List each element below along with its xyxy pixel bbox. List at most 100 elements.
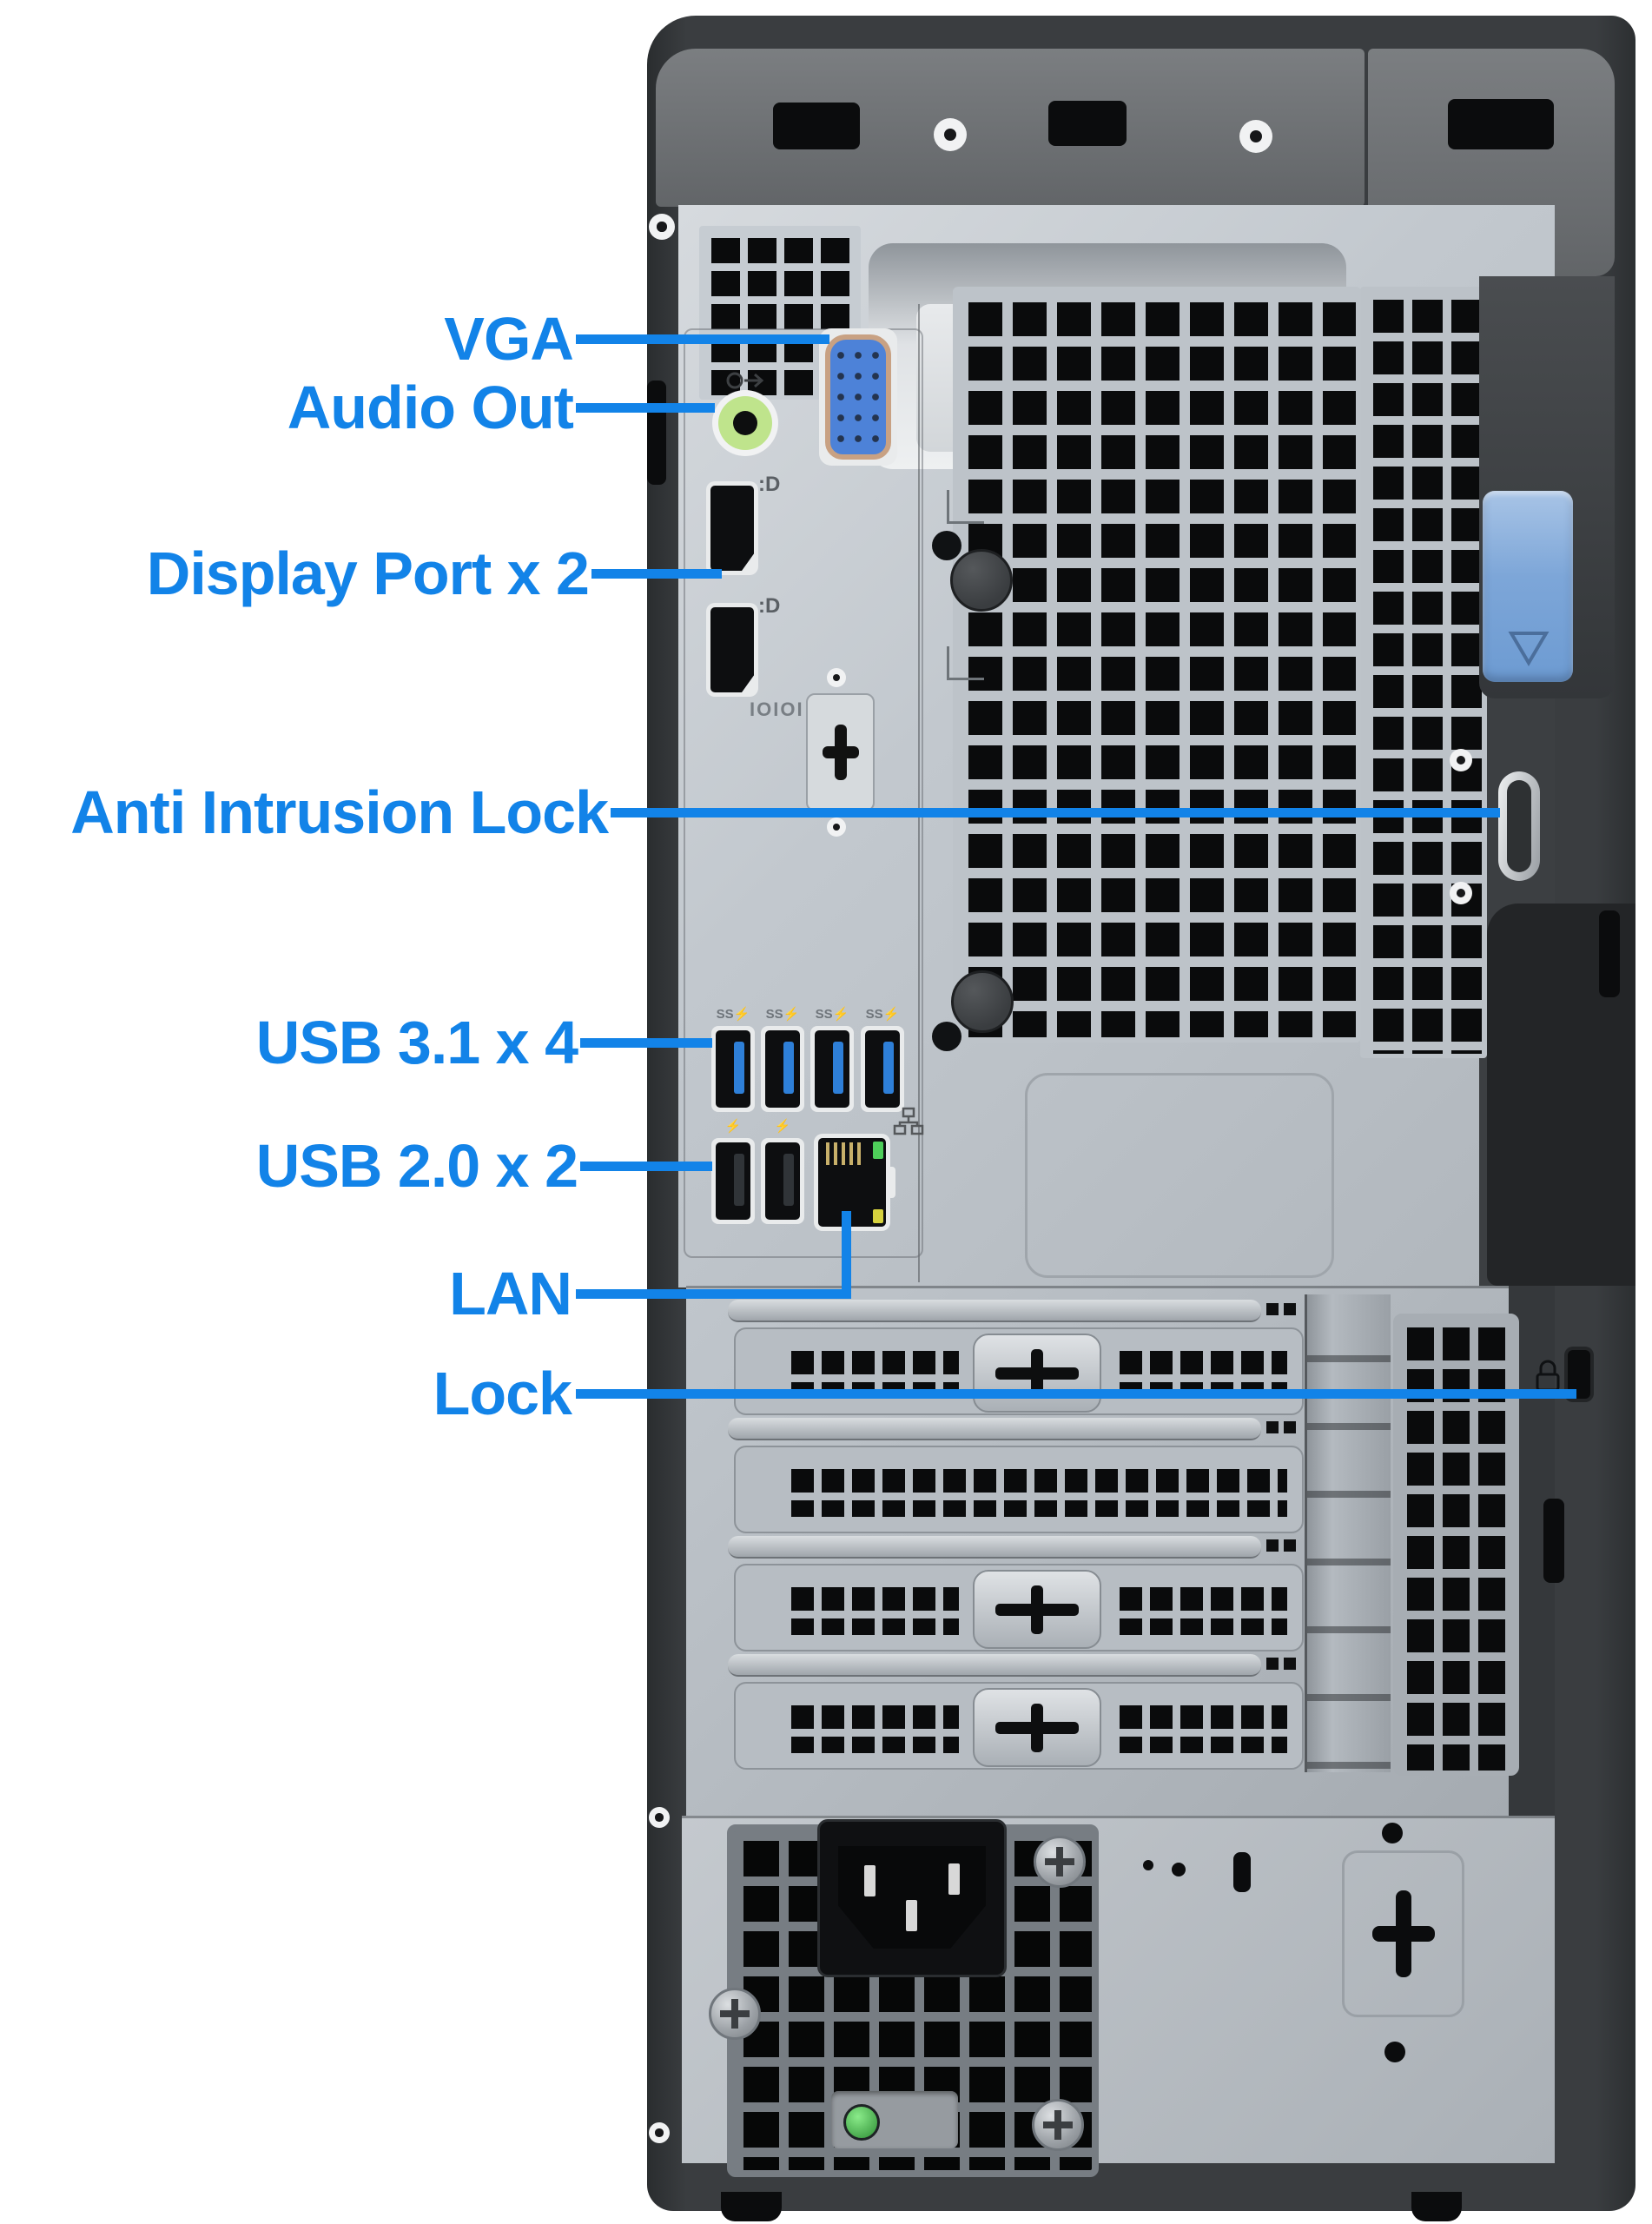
callout-line-audio-out xyxy=(576,403,715,413)
lan-port xyxy=(814,1134,895,1231)
lan-pins xyxy=(826,1142,864,1165)
callout-label-anti-intrusion-lock: Anti Intrusion Lock xyxy=(70,778,609,846)
panel-seam-1 xyxy=(686,1286,1555,1288)
io-divider-seam xyxy=(918,304,920,1282)
lan-led-amber xyxy=(873,1209,883,1223)
pinhole-1 xyxy=(1143,1860,1153,1870)
card-retention-rail xyxy=(1305,1294,1391,1772)
serial-screw-bottom xyxy=(827,817,846,837)
callout-label-usb31: USB 3.1 x 4 xyxy=(255,1009,578,1076)
anti-intrusion-lock-ring xyxy=(1498,771,1540,881)
usb3-port-4 xyxy=(861,1026,904,1112)
screw-hole-1 xyxy=(1382,1823,1403,1843)
slot-bracket-3 xyxy=(728,1536,1261,1559)
knockout-plate-bottom xyxy=(1342,1850,1464,2017)
callout-label-usb20: USB 2.0 x 2 xyxy=(255,1132,578,1200)
corner-mark-2 xyxy=(947,646,984,680)
io-block-outline xyxy=(684,328,923,1258)
expansion-slot-cover-4 xyxy=(734,1682,1304,1770)
frame-screw-2 xyxy=(649,2122,670,2143)
callout-line-lan-v xyxy=(842,1211,851,1299)
callout-line-anti-intrusion-lock xyxy=(611,808,1500,817)
callout-line-usb20 xyxy=(580,1162,712,1171)
psu-screw-1 xyxy=(1034,1836,1086,1888)
usb3-tongue xyxy=(783,1042,794,1094)
panel-seam-2 xyxy=(682,1816,1555,1818)
usb3-port-2 xyxy=(761,1026,804,1112)
top-screw-2 xyxy=(1239,120,1272,153)
callout-line-lan-h xyxy=(576,1289,851,1299)
callout-line-usb31 xyxy=(580,1038,712,1048)
power-inlet-socket xyxy=(838,1846,986,1949)
power-inlet xyxy=(817,1819,1007,1977)
usb3-port-3 xyxy=(810,1026,854,1112)
thumbscrew-hole-1 xyxy=(932,531,961,560)
displayport-1-connector xyxy=(710,486,754,571)
top-slot-2 xyxy=(1048,101,1127,146)
slot-handle-plate xyxy=(973,1570,1101,1649)
serial-screw-top xyxy=(827,668,846,687)
psu-led-window xyxy=(831,2091,958,2148)
slot-vents xyxy=(783,1461,1287,1517)
inlet-prong-right xyxy=(948,1863,960,1895)
usb2-tongue xyxy=(734,1154,744,1206)
slot-vents xyxy=(783,1698,959,1753)
top-left-vent-grid xyxy=(699,226,861,400)
thumbscrew-hole-2 xyxy=(932,1022,961,1051)
top-slot-1 xyxy=(773,103,860,149)
lan-clip-notch xyxy=(887,1167,895,1198)
ring-opening xyxy=(1507,780,1531,872)
slot-bracket-4 xyxy=(728,1654,1261,1677)
usb2-port-2 xyxy=(761,1138,804,1224)
psu-side-slot xyxy=(1233,1852,1251,1892)
callout-line-vga xyxy=(576,334,829,344)
knockout-slot-h xyxy=(822,746,859,758)
usb2-icon: ⚡ xyxy=(724,1119,742,1134)
usb2-tongue xyxy=(783,1154,794,1206)
usb3-icon: SS⚡ xyxy=(716,1007,750,1022)
displayport-2-connector xyxy=(710,607,754,692)
foot-right xyxy=(1411,2192,1462,2221)
cover-release-latch xyxy=(1483,491,1573,682)
right-vent-column xyxy=(1360,287,1487,1058)
usb3-tongue xyxy=(833,1042,843,1094)
inlet-prong-center xyxy=(906,1900,917,1931)
slot-handle-plate xyxy=(973,1334,1101,1413)
expansion-slot-cover-3 xyxy=(734,1564,1304,1651)
callout-line-display-port xyxy=(591,569,722,579)
corner-mark-1 xyxy=(947,490,984,524)
line-out-icon xyxy=(725,367,769,393)
serial-knockout-plate xyxy=(806,693,875,811)
left-edge-slot xyxy=(647,381,666,485)
psu-screw-3 xyxy=(1032,2099,1084,2151)
audio-jack-hole xyxy=(733,411,757,435)
usb3-icon: SS⚡ xyxy=(765,1007,800,1022)
usb3-icon: SS⚡ xyxy=(815,1007,849,1022)
callout-label-display-port: Display Port x 2 xyxy=(146,539,590,607)
latch-triangle-icon xyxy=(1505,628,1552,668)
callout-label-vga: VGA xyxy=(444,305,574,373)
lan-led-green xyxy=(873,1142,883,1159)
usb3-icon: SS⚡ xyxy=(865,1007,900,1022)
slot-vents xyxy=(1112,1698,1287,1753)
thumbscrew-2 xyxy=(951,970,1014,1033)
expansion-slot-cover-2 xyxy=(734,1446,1304,1533)
blank-plate-outline xyxy=(1025,1073,1334,1278)
usb3-tongue xyxy=(883,1042,894,1094)
thumbscrew-1 xyxy=(950,549,1013,612)
expansion-slot-cover-1 xyxy=(734,1327,1304,1415)
psu-status-led xyxy=(843,2104,880,2141)
top-screw-1 xyxy=(934,118,967,151)
top-slot-3 xyxy=(1448,99,1554,149)
usb2-icon: ⚡ xyxy=(774,1119,791,1134)
displayport-1 xyxy=(706,481,758,575)
side-vent-plate xyxy=(1393,1314,1519,1776)
tower-rear-panel: :D :D IOIOI SS⚡ SS⚡ SS⚡ SS⚡ ⚡ ⚡ xyxy=(647,16,1635,2221)
slot-handle-plate xyxy=(973,1688,1101,1767)
foot-left xyxy=(721,2192,782,2221)
usb3-port-1 xyxy=(711,1026,755,1112)
callout-label-lan: LAN xyxy=(449,1260,572,1327)
network-icon xyxy=(893,1107,924,1136)
bracket-latch-marks-1 xyxy=(1266,1303,1296,1315)
